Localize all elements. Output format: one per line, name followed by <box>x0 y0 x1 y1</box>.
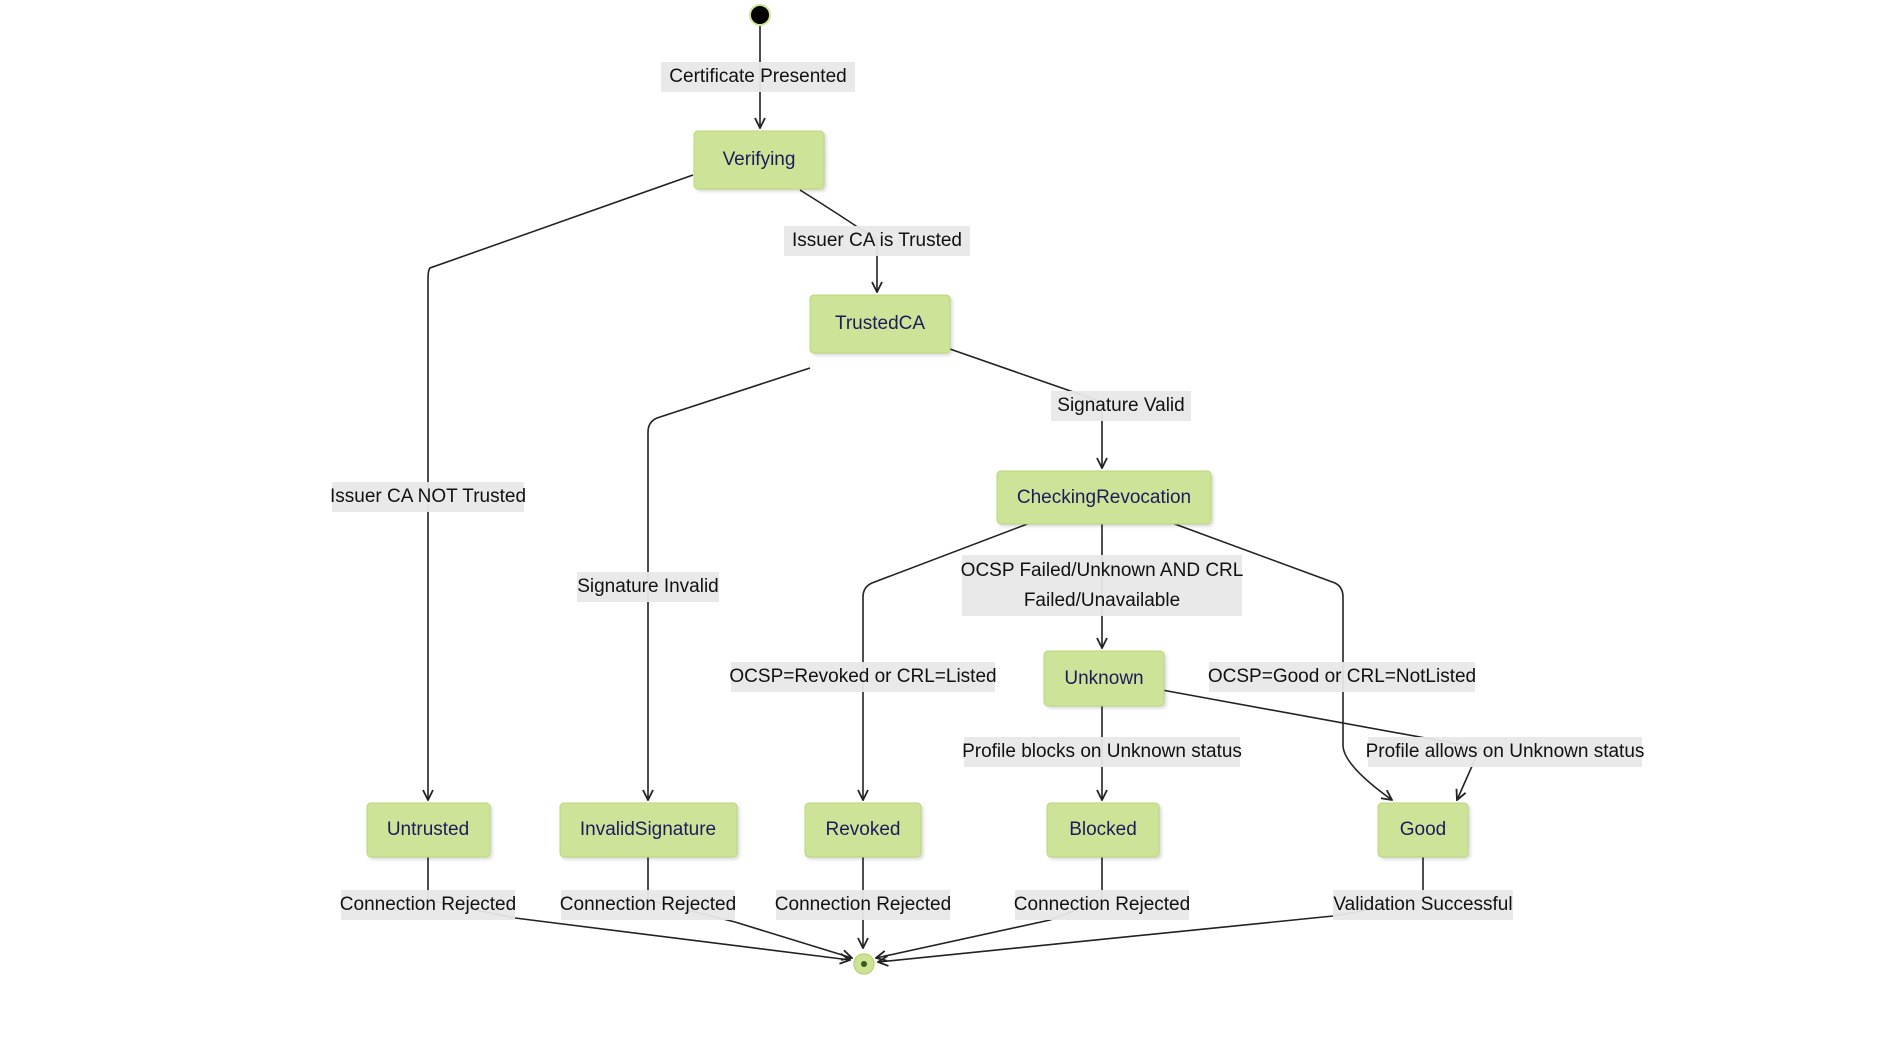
label-profile-blocks: Profile blocks on Unknown status <box>962 737 1242 767</box>
state-verifying[interactable]: Verifying <box>693 130 825 190</box>
start-node <box>749 4 771 26</box>
state-revoked[interactable]: Revoked <box>804 802 922 858</box>
svg-text:Profile blocks on Unknown stat: Profile blocks on Unknown status <box>962 741 1242 762</box>
svg-text:CheckingRevocation: CheckingRevocation <box>1017 487 1191 508</box>
state-unknown[interactable]: Unknown <box>1043 650 1165 707</box>
svg-text:Signature Invalid: Signature Invalid <box>577 576 719 597</box>
label-ocsp-failed: OCSP Failed/Unknown AND CRL Failed/Unava… <box>961 555 1244 616</box>
edge-verifying-untrusted <box>428 174 694 800</box>
svg-text:Unknown: Unknown <box>1064 668 1143 689</box>
svg-text:TrustedCA: TrustedCA <box>835 313 925 334</box>
label-profile-allows: Profile allows on Unknown status <box>1366 737 1645 767</box>
label-validation-successful: Validation Successful <box>1333 890 1513 920</box>
svg-text:Issuer CA is Trusted: Issuer CA is Trusted <box>792 230 962 251</box>
label-revoked-rejected: Connection Rejected <box>775 890 951 920</box>
label-signature-invalid: Signature Invalid <box>577 572 719 602</box>
svg-text:Connection Rejected: Connection Rejected <box>1014 894 1190 915</box>
svg-text:Verifying: Verifying <box>723 149 796 170</box>
end-node <box>853 953 875 975</box>
state-untrusted[interactable]: Untrusted <box>366 802 491 858</box>
label-issuer-ca-trusted: Issuer CA is Trusted <box>784 226 970 256</box>
svg-text:Good: Good <box>1400 819 1446 840</box>
label-blocked-rejected: Connection Rejected <box>1014 890 1190 920</box>
svg-text:Signature Valid: Signature Valid <box>1057 395 1184 416</box>
svg-text:OCSP=Good or CRL=NotListed: OCSP=Good or CRL=NotListed <box>1208 666 1476 687</box>
state-invalid-signature[interactable]: InvalidSignature <box>559 802 738 858</box>
state-good[interactable]: Good <box>1377 802 1469 858</box>
svg-text:Revoked: Revoked <box>826 819 901 840</box>
svg-text:Failed/Unavailable: Failed/Unavailable <box>1024 590 1180 611</box>
svg-text:Validation Successful: Validation Successful <box>1333 894 1512 915</box>
label-signature-valid: Signature Valid <box>1051 391 1191 421</box>
edge-checking-revoked <box>863 522 1031 800</box>
svg-text:Untrusted: Untrusted <box>387 819 469 840</box>
svg-text:Connection Rejected: Connection Rejected <box>340 894 516 915</box>
label-issuer-ca-not-trusted: Issuer CA NOT Trusted <box>330 482 526 512</box>
svg-text:Issuer CA NOT Trusted: Issuer CA NOT Trusted <box>330 486 526 507</box>
label-ocsp-good: OCSP=Good or CRL=NotListed <box>1208 662 1476 692</box>
svg-text:Profile allows on Unknown stat: Profile allows on Unknown status <box>1366 741 1645 762</box>
svg-text:InvalidSignature: InvalidSignature <box>580 819 716 840</box>
state-checking-revocation[interactable]: CheckingRevocation <box>996 470 1212 525</box>
svg-text:Connection Rejected: Connection Rejected <box>560 894 736 915</box>
label-ocsp-revoked: OCSP=Revoked or CRL=Listed <box>729 662 997 692</box>
svg-text:OCSP=Revoked or CRL=Listed: OCSP=Revoked or CRL=Listed <box>729 666 996 687</box>
svg-text:Blocked: Blocked <box>1069 819 1137 840</box>
label-untrusted-rejected: Connection Rejected <box>340 890 516 920</box>
label-certificate-presented: Certificate Presented <box>661 62 855 92</box>
state-trusted-ca[interactable]: TrustedCA <box>809 294 951 354</box>
label-invalid-rejected: Connection Rejected <box>560 890 736 920</box>
svg-text:OCSP Failed/Unknown AND CRL: OCSP Failed/Unknown AND CRL <box>961 560 1244 581</box>
svg-text:Connection Rejected: Connection Rejected <box>775 894 951 915</box>
svg-text:Certificate Presented: Certificate Presented <box>669 66 846 87</box>
state-blocked[interactable]: Blocked <box>1046 802 1160 858</box>
edge-trustedca-invalid <box>648 367 811 800</box>
